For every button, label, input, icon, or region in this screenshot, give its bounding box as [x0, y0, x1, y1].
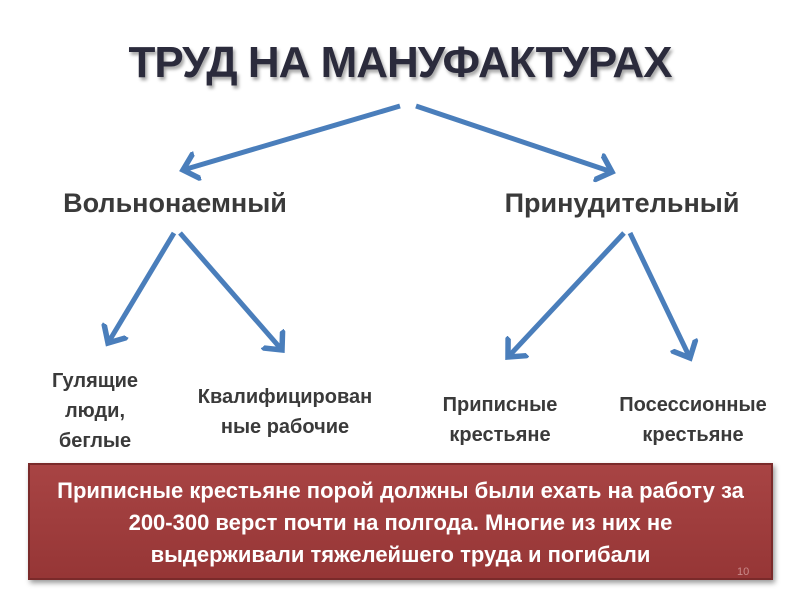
- leaf-line: беглые: [58, 430, 132, 452]
- note-line: Приписные крестьяне порой должны были ех…: [57, 478, 744, 503]
- leaf-line: Посессионные: [619, 394, 767, 416]
- arrow-to-voluntary: [183, 103, 401, 170]
- arrow-to-forced: [415, 103, 612, 172]
- leaf-possessional-peasants: Посессионные крестьяне: [598, 390, 788, 450]
- leaf-qualified-workers: Квалифицирован ные рабочие: [175, 382, 395, 442]
- leaf-line: крестьяне: [449, 424, 551, 446]
- note-line: выдерживали тяжелейшего труда и погибали: [150, 542, 651, 567]
- leaf-line: люди,: [64, 400, 126, 422]
- slide-title: ТРУД НА МАНУФАКТУРАХ: [128, 38, 672, 87]
- page-number: 10: [737, 566, 750, 578]
- arrow-to-ascribed: [508, 231, 626, 357]
- branch-voluntary: Вольнонаемный: [63, 188, 287, 218]
- leaf-line: крестьяне: [642, 424, 744, 446]
- leaf-vagrants: Гулящие люди, беглые: [25, 366, 165, 456]
- note-line: 200-300 верст почти на полгода. Многие и…: [128, 510, 673, 535]
- leaf-ascribed-peasants: Приписные крестьяне: [420, 390, 580, 450]
- leaf-line: Гулящие: [51, 370, 139, 392]
- leaf-line: Квалифицирован: [197, 386, 373, 408]
- leaf-line: Приписные: [442, 394, 558, 416]
- arrow-to-vagrants: [108, 231, 177, 343]
- leaf-line: ные рабочие: [220, 416, 350, 438]
- branch-forced: Принудительный: [504, 188, 740, 218]
- note-box: Приписные крестьяне порой должны были ех…: [28, 463, 773, 580]
- arrow-to-possessional: [627, 231, 690, 358]
- arrow-to-qualified: [178, 231, 282, 350]
